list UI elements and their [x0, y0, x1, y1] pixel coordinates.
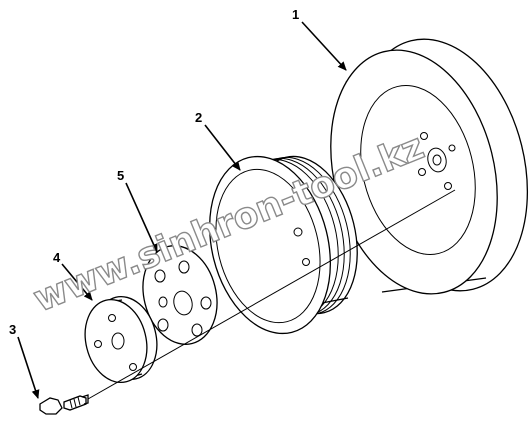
callout-4: 4: [53, 250, 61, 265]
callout-arrow-3: [17, 336, 40, 399]
callout-1: 1: [292, 7, 299, 22]
assembly-axis-line: [87, 189, 456, 400]
callout-3: 3: [9, 322, 16, 337]
part-3-bolt: [39, 394, 89, 415]
part-4-washer: [84, 295, 158, 384]
part-1-large-pulley: [330, 38, 529, 295]
callout-arrow-1: [301, 21, 347, 71]
part-2-grooved-pulley: [209, 155, 358, 335]
callout-5: 5: [117, 168, 124, 183]
callout-arrow-2: [204, 124, 241, 171]
part-5-spacer-plate: [142, 245, 218, 345]
callout-arrow-4: [61, 263, 93, 301]
callout-arrow-5: [125, 182, 158, 253]
callout-2: 2: [195, 110, 202, 125]
